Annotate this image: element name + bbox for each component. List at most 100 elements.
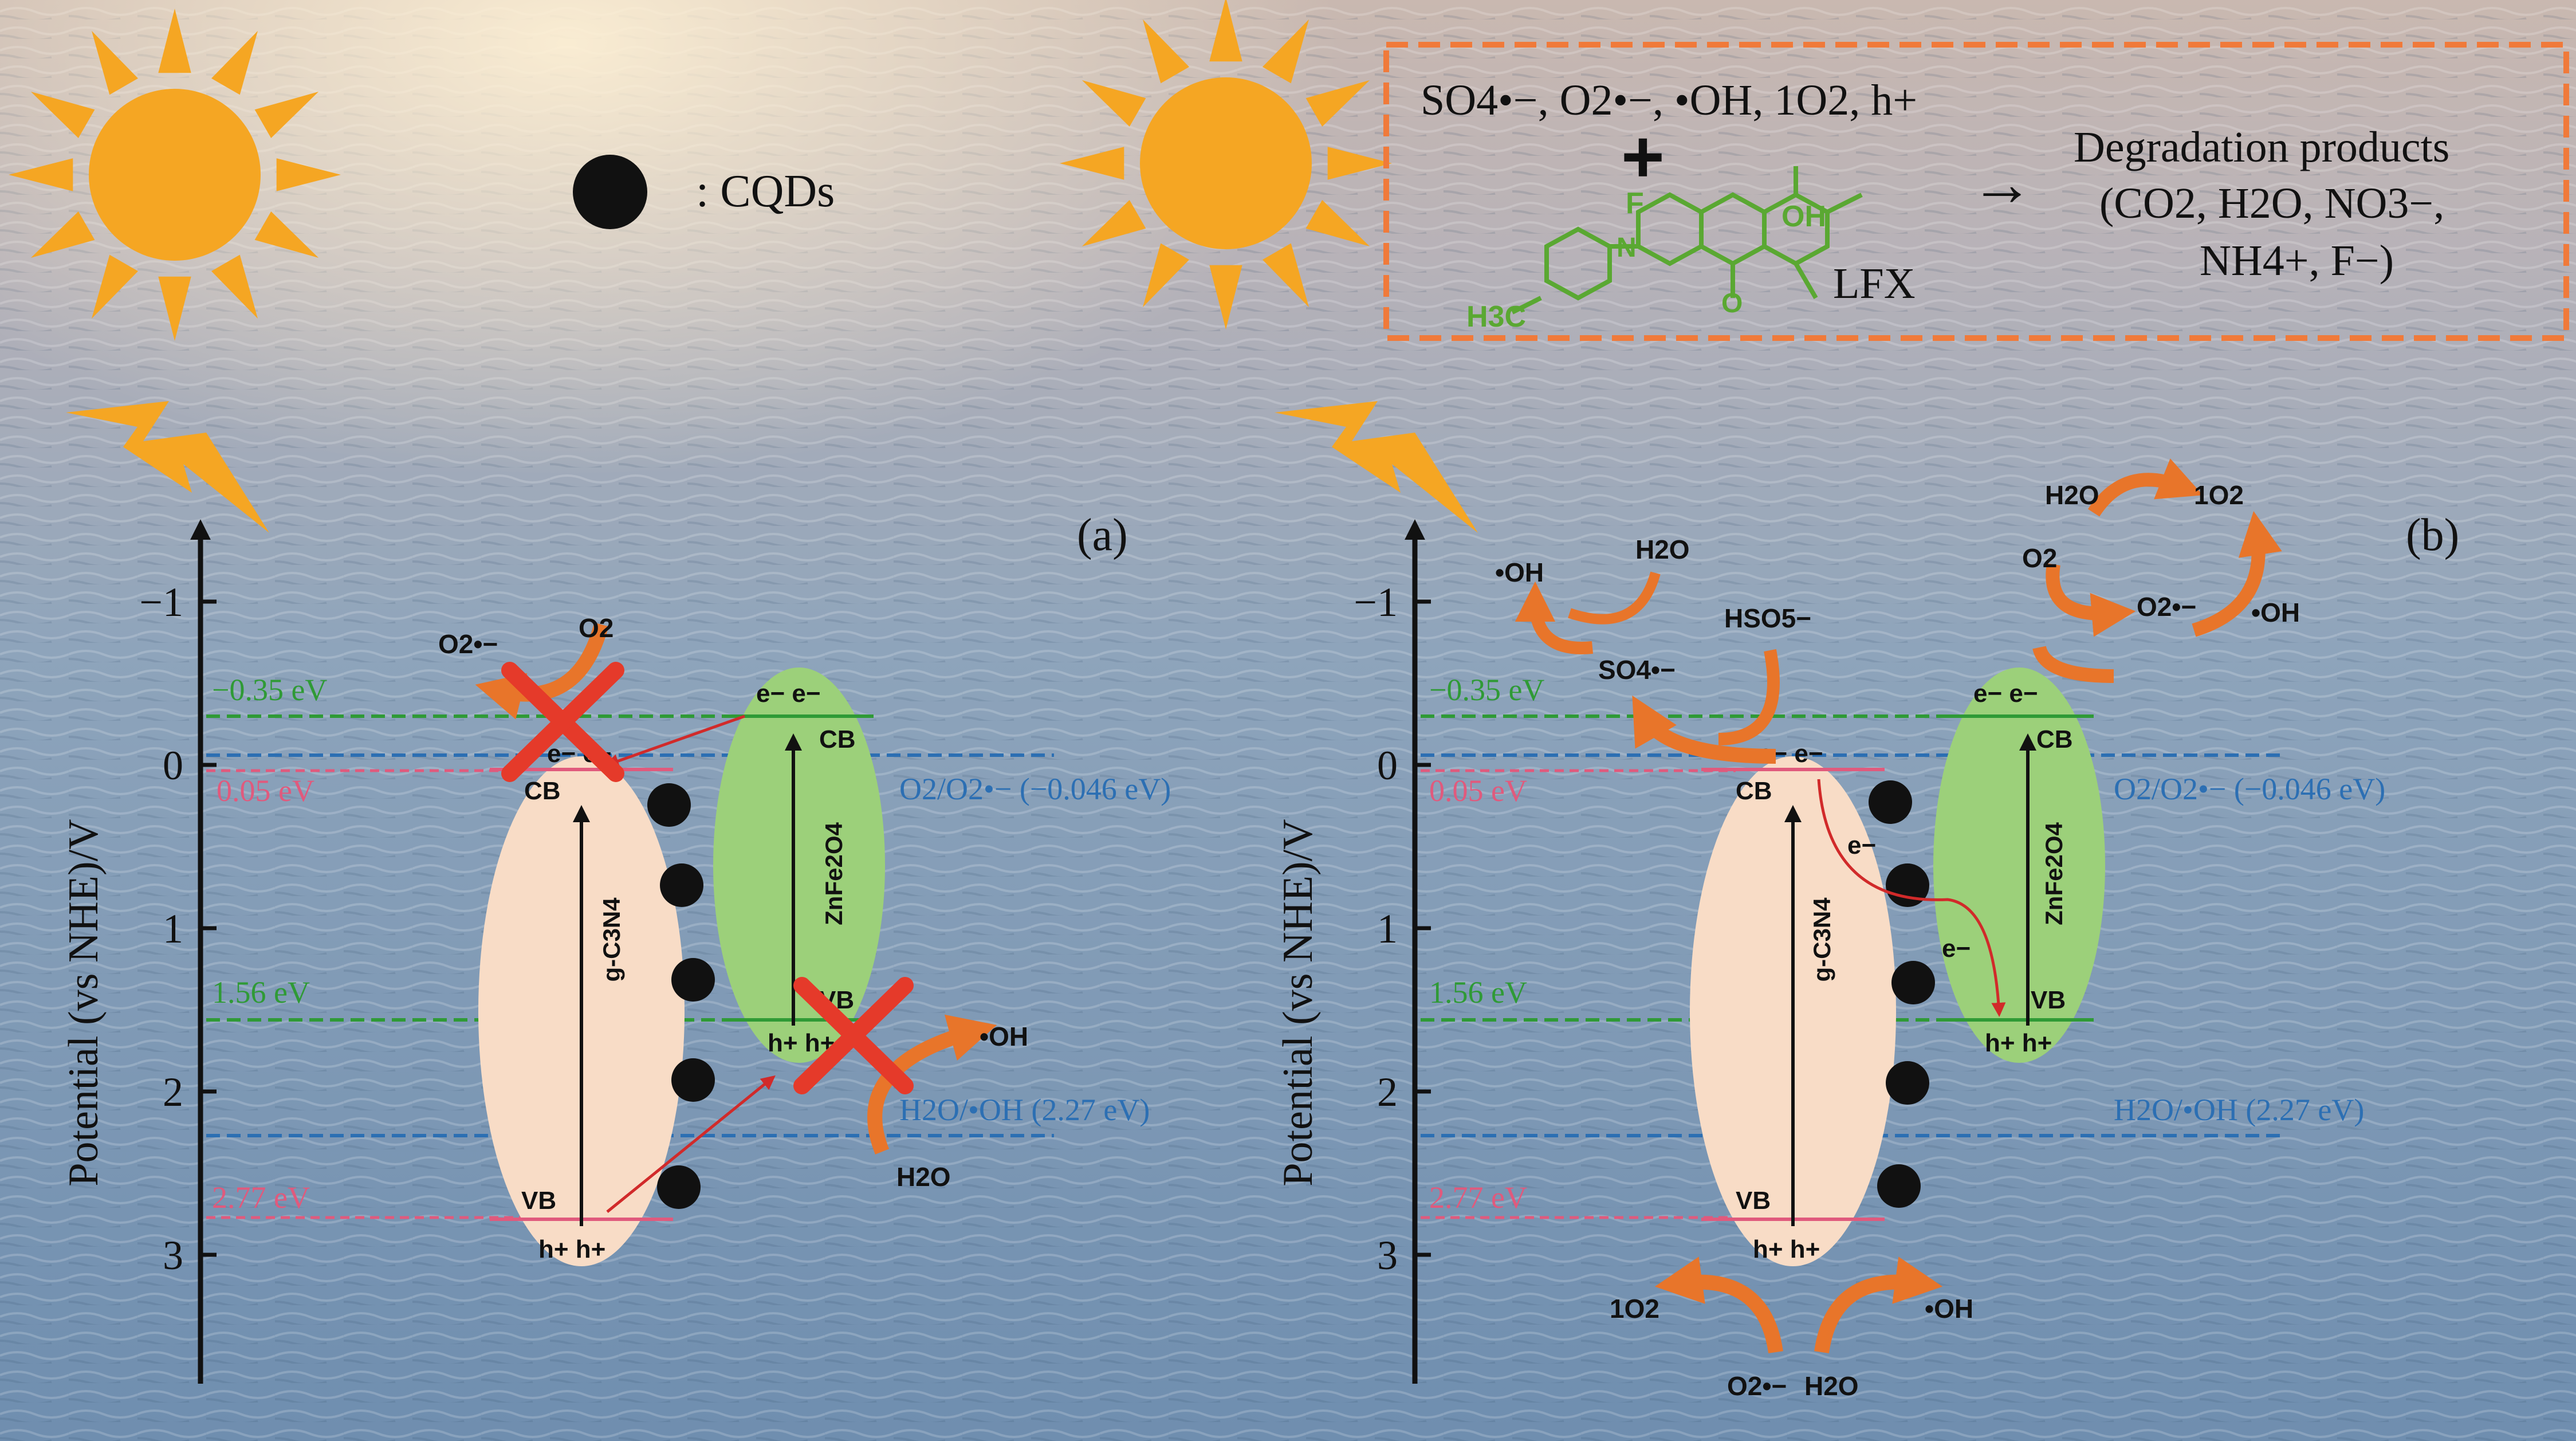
cqd-legend-dot bbox=[573, 155, 647, 229]
level-label-zfo-vb-a: 1.56 eV bbox=[212, 975, 310, 1010]
level-label-o2-a: O2/O2•− (−0.046 eV) bbox=[899, 772, 1171, 806]
o2-label-a: O2 bbox=[579, 613, 613, 643]
sun-ray bbox=[9, 158, 73, 191]
o2-to-superoxide-arrow-b bbox=[2046, 563, 2136, 637]
level-label-gcn-vb-b: 2.77 eV bbox=[1429, 1180, 1527, 1215]
y-axis-label-a: Potential (vs NHE)/V bbox=[60, 819, 107, 1186]
sun-disc bbox=[1140, 77, 1312, 249]
z-scheme-electron-arrow-b bbox=[1817, 779, 2006, 1017]
superoxide-to-singlet-arrow-b bbox=[1654, 1257, 1783, 1353]
h2o-to-oh-arrow-b bbox=[1568, 571, 1661, 625]
reaction-box: SO4•−, O2•−, •OH, 1O2, h+ + F OH H3C N O… bbox=[1383, 42, 2569, 341]
products-line-1: Degradation products bbox=[2074, 123, 2449, 171]
gcn-vb-label-a: VB bbox=[521, 1187, 556, 1215]
oh-radical-label-b3: •OH bbox=[1925, 1294, 1973, 1324]
cqd-dot bbox=[647, 783, 691, 827]
cqd-dot bbox=[657, 1165, 701, 1209]
panel-label-b: (b) bbox=[2406, 510, 2459, 560]
y-tick-label: 2 bbox=[163, 1069, 183, 1115]
y-axis-label-b: Potential (vs NHE)/V bbox=[1275, 819, 1322, 1186]
gcn-holes-a: h+ h+ bbox=[538, 1235, 605, 1263]
y-tick-label: 3 bbox=[163, 1232, 183, 1278]
hso5-activation-arrow-b bbox=[1632, 695, 1776, 764]
sun-ray bbox=[276, 158, 341, 191]
zfo-name-a: ZnFe2O4 bbox=[820, 822, 847, 925]
y-tick-label: 1 bbox=[163, 906, 183, 952]
sun-ray bbox=[254, 92, 319, 138]
y-tick-label: 0 bbox=[1377, 743, 1398, 788]
level-label-gcn-cb-b: 0.05 eV bbox=[1429, 773, 1527, 808]
h2o-label-b3: H2O bbox=[1804, 1371, 1859, 1401]
mol-n-label: N bbox=[1617, 233, 1637, 263]
mol-f-label: F bbox=[1626, 187, 1644, 220]
mol-o-label: O bbox=[1721, 288, 1743, 319]
sun-ray bbox=[158, 276, 191, 341]
sun-icon-left bbox=[9, 9, 341, 341]
sun-ray bbox=[211, 30, 258, 95]
electron-label-upper-b: e− bbox=[1847, 831, 1876, 859]
sun-ray bbox=[1209, 0, 1242, 62]
sun-ray bbox=[1081, 80, 1146, 127]
superoxide-label-b1: O2•− bbox=[2137, 592, 2196, 622]
so4-radical-label-b: SO4•− bbox=[1598, 655, 1676, 685]
zfo-holes-a: h+ h+ bbox=[768, 1029, 835, 1057]
cqd-dot bbox=[1891, 961, 1935, 1004]
cqd-dot bbox=[671, 1058, 715, 1102]
sun-ray bbox=[92, 30, 138, 95]
sun-ray bbox=[211, 254, 258, 319]
superoxide-to-oh-arrow-b bbox=[2192, 511, 2282, 637]
lfx-label: LFX bbox=[1833, 260, 1916, 308]
sun-ray bbox=[1263, 19, 1309, 84]
sun-ray bbox=[92, 254, 138, 319]
gcn-name-a: g-C3N4 bbox=[598, 897, 625, 982]
zfo-cb-label-a: CB bbox=[819, 725, 856, 753]
y-ticks-a: −1 0 1 2 3 bbox=[139, 579, 217, 1278]
sun-ray bbox=[1143, 19, 1189, 84]
cqd-dot bbox=[1869, 780, 1912, 824]
y-tick-label: 1 bbox=[1377, 906, 1398, 952]
mol-oh-label: OH bbox=[1781, 200, 1826, 233]
zfo-holes-b: h+ h+ bbox=[1985, 1029, 2052, 1057]
cqd-dot bbox=[671, 958, 715, 1002]
gcn-name-b: g-C3N4 bbox=[1808, 897, 1835, 982]
oh-radical-label-b2: •OH bbox=[2251, 598, 2300, 627]
hso5-label-b: HSO5− bbox=[1724, 603, 1811, 633]
o2-label-b: O2 bbox=[2022, 543, 2057, 573]
zfo-vb-label-b: VB bbox=[2031, 986, 2066, 1014]
sun-ray bbox=[1263, 243, 1309, 308]
y-tick-label: −1 bbox=[139, 579, 183, 625]
reactive-species-line: SO4•−, O2•−, •OH, 1O2, h+ bbox=[1421, 76, 1917, 124]
cqd-dot bbox=[1877, 1164, 1921, 1208]
level-label-h2o-b: H2O/•OH (2.27 eV) bbox=[2114, 1093, 2364, 1127]
reaction-box-border bbox=[1383, 42, 2569, 341]
singlet-o2-label-b2: 1O2 bbox=[1610, 1294, 1659, 1324]
electron-transfer-arrow-a bbox=[604, 714, 745, 768]
hso5-curve-arrow-b bbox=[1718, 649, 1780, 745]
mol-h3c-label: H3C bbox=[1466, 300, 1526, 333]
zfo-band-a bbox=[713, 668, 885, 1063]
level-label-zfo-cb-b: −0.35 eV bbox=[1429, 673, 1544, 707]
gcn-cb-label-b: CB bbox=[1736, 777, 1772, 805]
sun-ray bbox=[30, 92, 95, 138]
h2o-to-oh-vb-arrow-b bbox=[1814, 1257, 1943, 1353]
y-tick-label: 0 bbox=[163, 743, 183, 788]
lightning-icon-left bbox=[66, 401, 269, 533]
sun-ray bbox=[30, 211, 95, 258]
sun-ray bbox=[1305, 80, 1370, 127]
sun-ray bbox=[254, 211, 319, 258]
gcn-cb-label-a: CB bbox=[524, 777, 561, 805]
so4-to-oh-arrow-b bbox=[1515, 581, 1594, 654]
sun-ray bbox=[1081, 200, 1146, 246]
sun-icon-right bbox=[1060, 0, 1392, 329]
blocked-cross-icon-vb-a bbox=[793, 977, 914, 1094]
sun-ray bbox=[1305, 200, 1370, 246]
level-label-o2-b: O2/O2•− (−0.046 eV) bbox=[2114, 772, 2385, 806]
y-tick-label: 3 bbox=[1377, 1232, 1398, 1278]
y-tick-label: −1 bbox=[1354, 579, 1398, 625]
singlet-o2-arrow-b bbox=[2087, 458, 2203, 517]
h2o-label-b2: H2O bbox=[2045, 480, 2099, 510]
h2o-label-a: H2O bbox=[896, 1162, 951, 1192]
zfo-band-b bbox=[1933, 668, 2105, 1063]
sun-ray bbox=[1209, 265, 1242, 329]
